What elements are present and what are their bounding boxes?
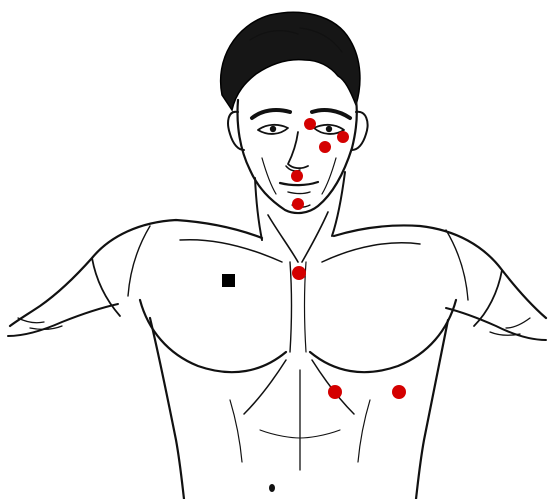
marker-sternal-notch	[292, 266, 306, 280]
markers	[222, 118, 406, 399]
head	[228, 100, 367, 213]
marker-rib-side	[392, 385, 406, 399]
marker-rib-center	[328, 385, 342, 399]
marker-left-cheek	[319, 141, 331, 153]
marker-nose-philtrum	[291, 170, 303, 182]
hair	[221, 12, 360, 110]
marker-chin	[292, 198, 304, 210]
shoulders-arms	[8, 220, 546, 340]
marker-right-chest-square	[222, 274, 235, 287]
chest	[140, 262, 456, 499]
marker-left-eye-outer	[337, 131, 349, 143]
marker-left-eyebrow	[304, 118, 316, 130]
